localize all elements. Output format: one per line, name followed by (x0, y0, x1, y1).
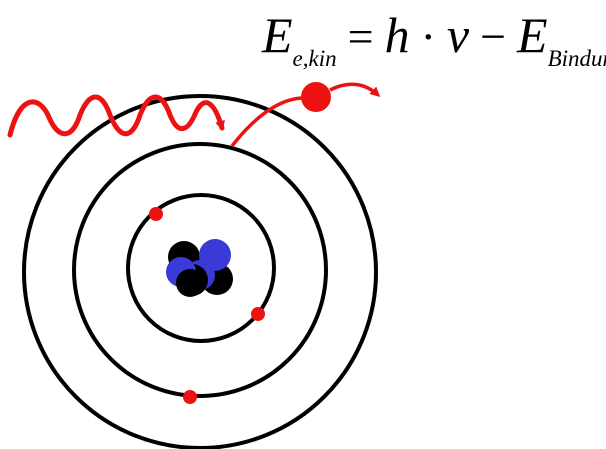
ejected-electron-arrow-icon (330, 84, 378, 95)
electron (149, 207, 163, 221)
neutron (176, 269, 204, 297)
electron (251, 307, 265, 321)
nucleus-icon (166, 239, 233, 297)
ejected-electron (301, 82, 331, 112)
proton (199, 239, 231, 271)
electron (183, 390, 197, 404)
